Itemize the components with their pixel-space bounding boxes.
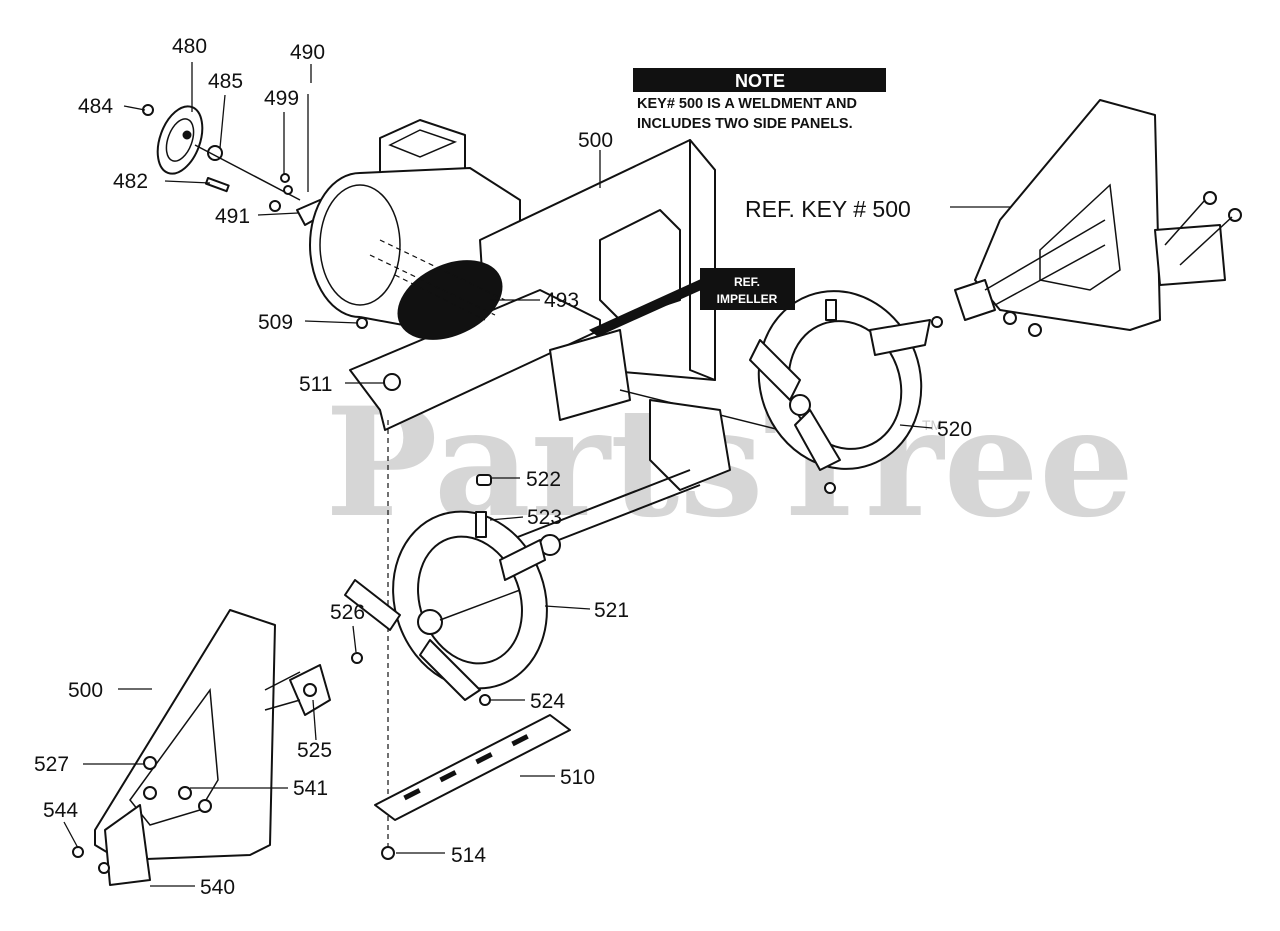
label-480: 480 (172, 35, 207, 58)
label-484: 484 (78, 95, 113, 118)
note-box: NOTE KEY# 500 IS A WELDMENT AND INCLUDES… (633, 68, 886, 132)
label-514: 514 (451, 844, 486, 867)
label-540: 540 (200, 876, 235, 899)
label-482: 482 (113, 170, 148, 193)
side-panel-right (954, 99, 1242, 337)
label-509: 509 (258, 311, 293, 334)
side-panel-left (72, 609, 331, 886)
label-527: 527 (34, 753, 69, 776)
note-heading: NOTE (735, 71, 785, 91)
part-labels: 480 490 484 485 499 482 491 500 493 509 … (34, 35, 972, 899)
label-520: 520 (937, 418, 972, 441)
ref-impeller-line-2: IMPELLER (717, 292, 778, 306)
gearbox-shaft (509, 329, 781, 556)
watermark-trademark: TM (922, 417, 942, 433)
auger-housing (309, 119, 716, 850)
shave-plate (374, 714, 571, 860)
label-510: 510 (560, 766, 595, 789)
label-490: 490 (290, 41, 325, 64)
label-485: 485 (208, 70, 243, 93)
pulley-assembly (142, 104, 329, 226)
ref-impeller-line-1: REF. (734, 275, 760, 289)
label-500-top: 500 (578, 129, 613, 152)
leader-lines (63, 62, 933, 887)
label-521: 521 (594, 599, 629, 622)
label-525: 525 (297, 739, 332, 762)
ref-impeller-callout: REF. IMPELLER (589, 268, 795, 337)
label-522: 522 (526, 468, 561, 491)
label-493: 493 (544, 289, 579, 312)
ref-key-label: REF. KEY # 500 (745, 196, 911, 222)
label-524: 524 (530, 690, 565, 713)
label-499: 499 (264, 87, 299, 110)
label-526: 526 (330, 601, 365, 624)
label-511: 511 (299, 373, 332, 396)
auger-left (344, 474, 548, 706)
label-491: 491 (215, 205, 250, 228)
auger-right (749, 290, 943, 494)
note-line-2: INCLUDES TWO SIDE PANELS. (637, 116, 853, 132)
label-544: 544 (43, 799, 78, 822)
label-500-left: 500 (68, 679, 103, 702)
note-line-1: KEY# 500 IS A WELDMENT AND (637, 96, 857, 112)
label-523: 523 (527, 506, 562, 529)
label-541: 541 (293, 777, 328, 800)
